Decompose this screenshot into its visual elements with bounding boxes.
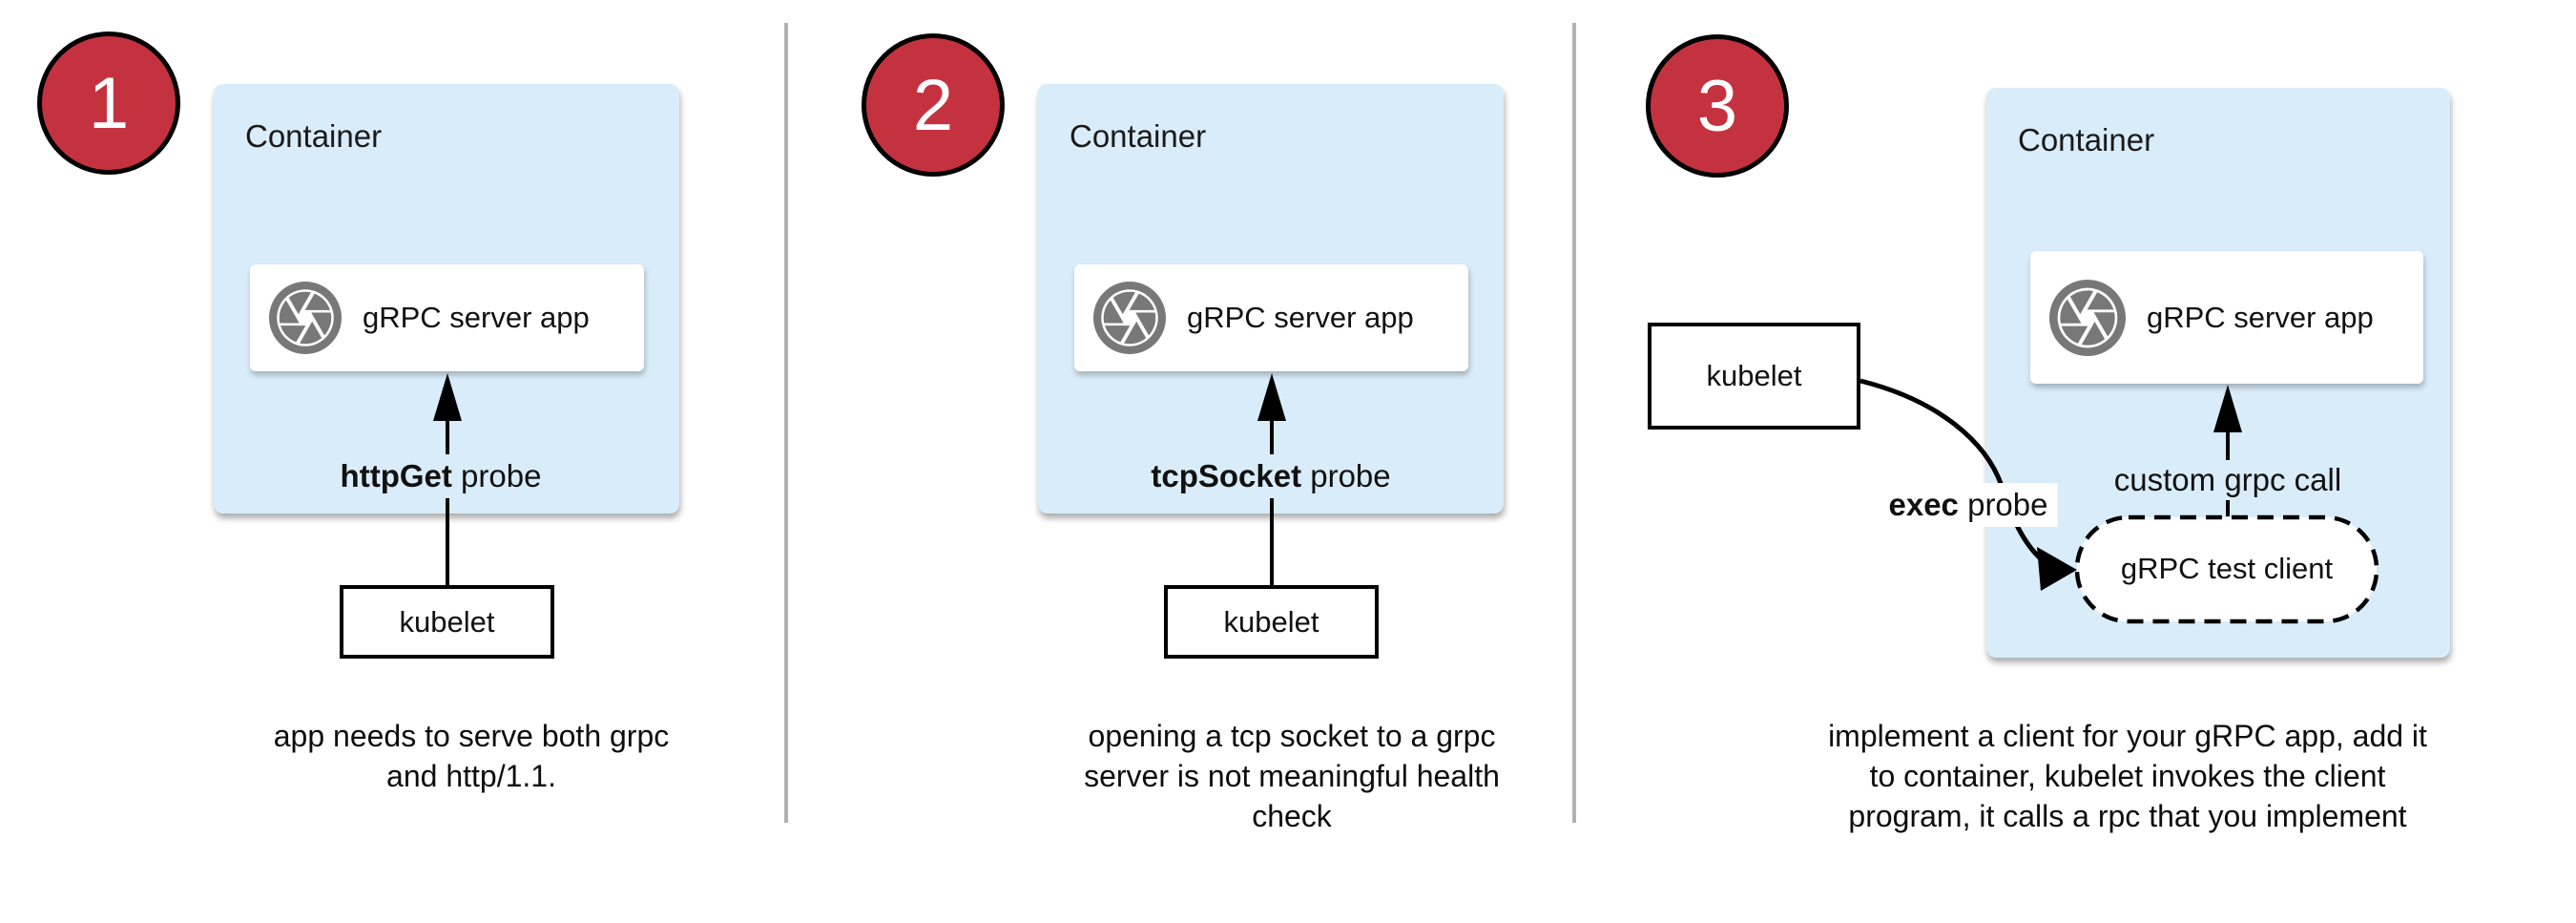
caption-3: implement a client for your gRPC app, ad… [1828,716,2427,836]
grpc-server-app-label-2: gRPC server app [1187,301,1414,334]
probe-label-2-rest: probe [1301,458,1391,493]
caption-3-line-2: to container, kubelet invokes the client [1869,759,2386,793]
grpc-server-app-box-2: gRPC server app [1074,264,1468,371]
grpc-server-app-box-1: gRPC server app [250,264,644,371]
step-2-badge: 2 [862,33,1005,177]
panel-divider-1 [784,23,788,823]
probe-label-3-bold: exec [1888,487,1959,522]
step-2-number: 2 [912,64,954,146]
kubelet-box-1: kubelet [340,585,554,659]
caption-3-line-3: program, it calls a rpc that you impleme… [1848,799,2407,833]
shutter-aperture-icon [1093,282,1166,354]
step-3-badge: 3 [1646,34,1789,178]
probe-label-1-rest: probe [451,458,542,493]
container-label-1: Container [245,118,383,154]
probe-label-1-bold: httpGet [340,458,452,493]
kubelet-label-3: kubelet [1706,359,1802,392]
probe-label-2: tcpSocket probe [1141,454,1401,498]
kubelet-label-2: kubelet [1223,604,1319,639]
probe-label-3: exec probe [1879,483,2058,527]
caption-1-line-1: app needs to serve both grpc [273,719,670,753]
grpc-test-client-label: gRPC test client [2120,552,2334,585]
caption-2-line-3: check [1252,799,1332,833]
kubelet-box-2: kubelet [1164,585,1379,659]
caption-3-line-1: implement a client for your gRPC app, ad… [1828,719,2427,753]
caption-2-line-2: server is not meaningful health [1084,759,1500,793]
caption-2: opening a tcp socket to a grpc server is… [1084,716,1500,836]
grpc-server-app-box-3: gRPC server app [2030,251,2423,384]
grpc-server-app-label-3: gRPC server app [2147,300,2374,334]
caption-2-line-1: opening a tcp socket to a grpc [1088,719,1496,753]
step-1-badge: 1 [37,31,180,175]
caption-1: app needs to serve both grpc and http/1.… [274,716,670,796]
container-label-3: Container [2018,122,2155,157]
container-label-2: Container [1070,118,1207,154]
caption-1-line-2: and http/1.1. [386,759,556,793]
custom-grpc-call-label: custom grpc call [2104,460,2352,500]
panel-divider-2 [1572,23,1576,823]
kubelet-box-3: kubelet [1648,323,1860,430]
kubelet-label-1: kubelet [399,604,495,639]
probe-label-1: httpGet probe [330,454,551,498]
grpc-server-app-label-1: gRPC server app [363,301,590,334]
probe-label-3-rest: probe [1958,487,2048,522]
shutter-aperture-icon [269,282,342,354]
shutter-aperture-icon [2049,279,2126,356]
step-3-number: 3 [1696,65,1738,147]
step-1-number: 1 [88,62,130,144]
probe-label-2-bold: tcpSocket [1151,458,1302,493]
